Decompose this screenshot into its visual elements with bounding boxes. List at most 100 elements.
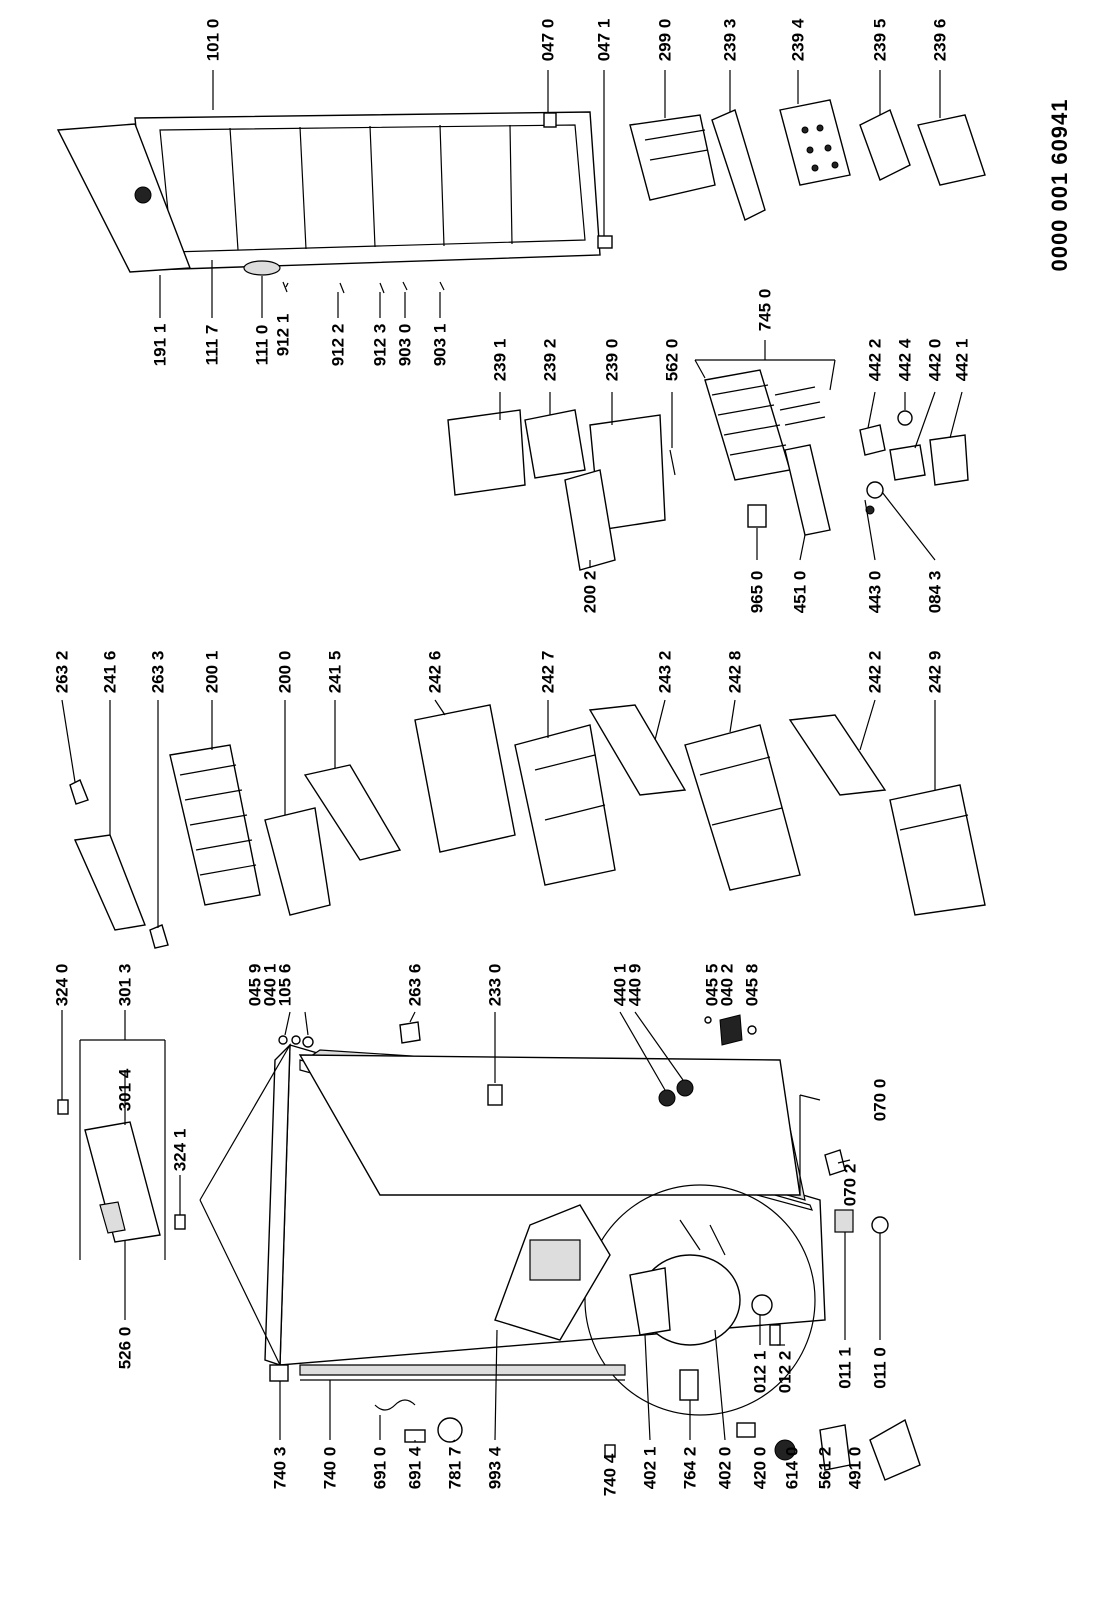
part-label: 993 4 (485, 1446, 505, 1490)
drawer-242-7 (514, 724, 616, 886)
part-label: 442 2 (865, 338, 885, 382)
part-324-1 (174, 1214, 186, 1230)
control-panel-301 (79, 1039, 166, 1260)
part-label: 965 0 (747, 570, 767, 614)
part-label: 443 0 (865, 570, 885, 614)
accessory-239-3 (711, 109, 766, 221)
part-263-3 (149, 924, 169, 949)
part-label: 263 6 (405, 963, 425, 1007)
part-label: 105 6 (275, 963, 295, 1007)
accessory-239-6 (917, 114, 986, 186)
cover-491-0 (869, 1418, 921, 1481)
part-label: 301 4 (115, 1068, 135, 1112)
part-233-0 (487, 1084, 503, 1106)
part-label: 011 1 (835, 1347, 855, 1389)
part-label: 912 2 (328, 323, 348, 367)
part-label: 047 1 (594, 18, 614, 62)
part-label: 442 0 (925, 338, 945, 382)
part-440-1 (658, 1089, 676, 1107)
door-assembly (56, 111, 601, 276)
part-740-4 (604, 1444, 616, 1458)
top-hinge-parts (278, 1021, 421, 1048)
part-263-2 (69, 779, 89, 805)
door-screws (282, 281, 445, 294)
shelf-241-5 (303, 764, 402, 861)
part-label: 200 1 (202, 650, 222, 694)
part-label: 903 0 (395, 323, 415, 367)
part-047-1 (597, 235, 613, 249)
part-561-2 (819, 1424, 851, 1471)
leader-lines (61, 70, 963, 1443)
part-label: 241 5 (325, 650, 345, 694)
part-label: 239 5 (870, 18, 890, 62)
part-label: 040 2 (717, 963, 737, 1007)
condenser-740-0 (299, 1364, 626, 1381)
part-label: 402 0 (715, 1446, 735, 1490)
fan-assembly-442 (859, 410, 969, 515)
part-011-0 (871, 1216, 889, 1234)
part-label: 239 3 (720, 18, 740, 62)
part-label: 903 1 (430, 323, 450, 367)
part-239-1 (447, 409, 526, 496)
part-label: 070 0 (870, 1078, 890, 1122)
evaporator-745-0 (704, 369, 826, 481)
part-440-9 (676, 1079, 694, 1097)
part-070-2 (824, 1149, 846, 1176)
part-label: 111 7 (202, 324, 222, 366)
part-label: 442 1 (952, 338, 972, 382)
part-label: 200 0 (275, 650, 295, 694)
part-label: 781 7 (445, 1446, 465, 1490)
cover-243-2 (588, 704, 687, 796)
part-label: 299 0 (655, 18, 675, 62)
compressor-detail (584, 1184, 816, 1416)
part-label: 200 2 (580, 570, 600, 614)
drawer-242-6 (414, 704, 516, 853)
part-label: 440 9 (625, 963, 645, 1007)
part-965-0 (747, 504, 767, 528)
drip-tray-993-4 (494, 1204, 611, 1341)
part-label: 324 0 (52, 963, 72, 1007)
shelf-200-1 (169, 744, 261, 906)
part-label: 491 0 (845, 1446, 865, 1490)
part-label: 242 9 (925, 650, 945, 694)
part-label: 191 1 (150, 323, 170, 367)
accessory-239-5 (859, 109, 911, 181)
part-label: 047 0 (538, 18, 558, 62)
part-label: 442 4 (895, 338, 915, 382)
part-label: 764 2 (680, 1446, 700, 1490)
part-label: 324 1 (170, 1128, 190, 1172)
part-740-3 (269, 1364, 289, 1382)
part-label: 243 2 (655, 650, 675, 694)
bottom-hinge-parts (704, 1014, 757, 1046)
part-label: 101 0 (203, 18, 223, 62)
part-451-0 (784, 444, 831, 536)
document-code: 0000 001 60941 (1047, 98, 1072, 272)
part-label: 451 0 (790, 570, 810, 614)
part-label: 242 6 (425, 650, 445, 694)
drawer-242-9 (889, 784, 986, 916)
part-label: 242 2 (865, 650, 885, 694)
part-764-2 (679, 1369, 699, 1401)
part-label: 420 0 (750, 1446, 770, 1490)
part-label: 745 0 (755, 288, 775, 332)
part-label: 012 2 (775, 1350, 795, 1394)
part-label: 239 2 (540, 338, 560, 382)
part-label: 691 4 (405, 1446, 425, 1490)
part-label: 242 7 (538, 650, 558, 694)
cover-242-2 (788, 714, 887, 796)
part-420-0 (736, 1422, 756, 1438)
part-label: 011 0 (870, 1347, 890, 1389)
part-label: 045 8 (742, 963, 762, 1007)
part-label: 614 0 (782, 1446, 802, 1490)
part-label: 912 3 (370, 323, 390, 367)
part-label: 740 4 (600, 1453, 620, 1497)
part-label: 239 6 (930, 18, 950, 62)
part-label: 242 8 (725, 650, 745, 694)
part-label: 562 0 (662, 338, 682, 382)
part-label: 084 3 (925, 570, 945, 614)
part-691-0 (374, 1399, 416, 1411)
part-047-0 (543, 112, 557, 128)
part-label: 263 2 (52, 650, 72, 694)
part-label: 691 0 (370, 1446, 390, 1490)
